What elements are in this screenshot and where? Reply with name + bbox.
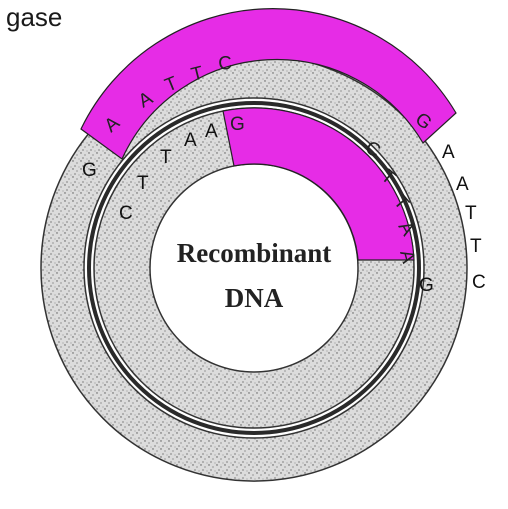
inner-left-base-1: C <box>119 203 133 224</box>
outer-right-base-4: T <box>470 236 482 257</box>
outer-right-base-3: T <box>465 203 477 224</box>
inner-insert-base-6: A <box>395 248 419 266</box>
inner-left-base-5: A <box>205 121 218 142</box>
outer-insert-base-4: T <box>189 63 206 86</box>
center-title-line1: Recombinant <box>177 238 332 268</box>
center-hole <box>151 165 357 371</box>
corner-label: gase <box>6 2 63 32</box>
inner-left-base-2: T <box>137 173 149 194</box>
inner-left-base-4: A <box>184 130 197 151</box>
outer-right-base-2: A <box>456 174 469 195</box>
inner-right-base: G <box>419 275 434 296</box>
outer-left-base: G <box>82 160 97 181</box>
outer-right-base-5: C <box>472 272 486 293</box>
insert-segment-inner <box>222 107 415 261</box>
outer-right-base-1: A <box>442 142 455 163</box>
insert-segment-outer <box>80 8 457 160</box>
strand-gap-line <box>87 101 421 435</box>
inner-left-base-3: T <box>160 147 172 168</box>
center-title-line2: DNA <box>225 283 284 313</box>
inner-insert-base-1: G <box>230 114 245 135</box>
outer-insert-base-5: C <box>217 53 233 75</box>
